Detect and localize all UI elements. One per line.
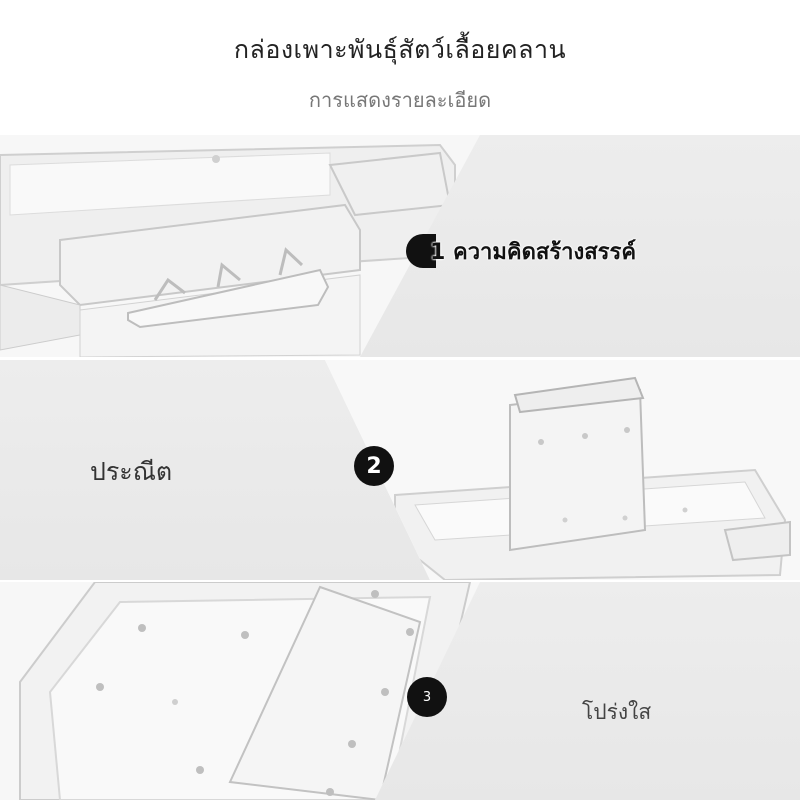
- feature-1-badge: [406, 234, 436, 268]
- lid-top-photo: [0, 582, 480, 800]
- feature-2-photo: [325, 360, 800, 580]
- feature-3-number: 3: [422, 689, 432, 705]
- feature-1-text: ความคิดสร้างสรรค์: [452, 240, 637, 265]
- feature-2-badge: 2: [354, 446, 394, 486]
- feature-1-number: 1: [430, 240, 446, 265]
- vent-flap-photo: [325, 360, 800, 580]
- page-subtitle: การแสดงรายละเอียด: [308, 88, 492, 112]
- feature-3-badge: 3: [407, 677, 447, 717]
- page-title: กล่องเพาะพันธุ์สัตว์เลื้อยคลาน: [233, 35, 567, 64]
- feature-3-label: โปร่งใส: [582, 700, 652, 724]
- feature-1-photo: [0, 135, 480, 357]
- feature-2-label: ประณีต: [90, 457, 173, 486]
- feature-1-label: 1 ความคิดสร้างสรรค์: [430, 234, 636, 269]
- feature-2-number: 2: [366, 453, 382, 479]
- feature-3-photo: [0, 582, 480, 800]
- latch-photo: [0, 135, 480, 357]
